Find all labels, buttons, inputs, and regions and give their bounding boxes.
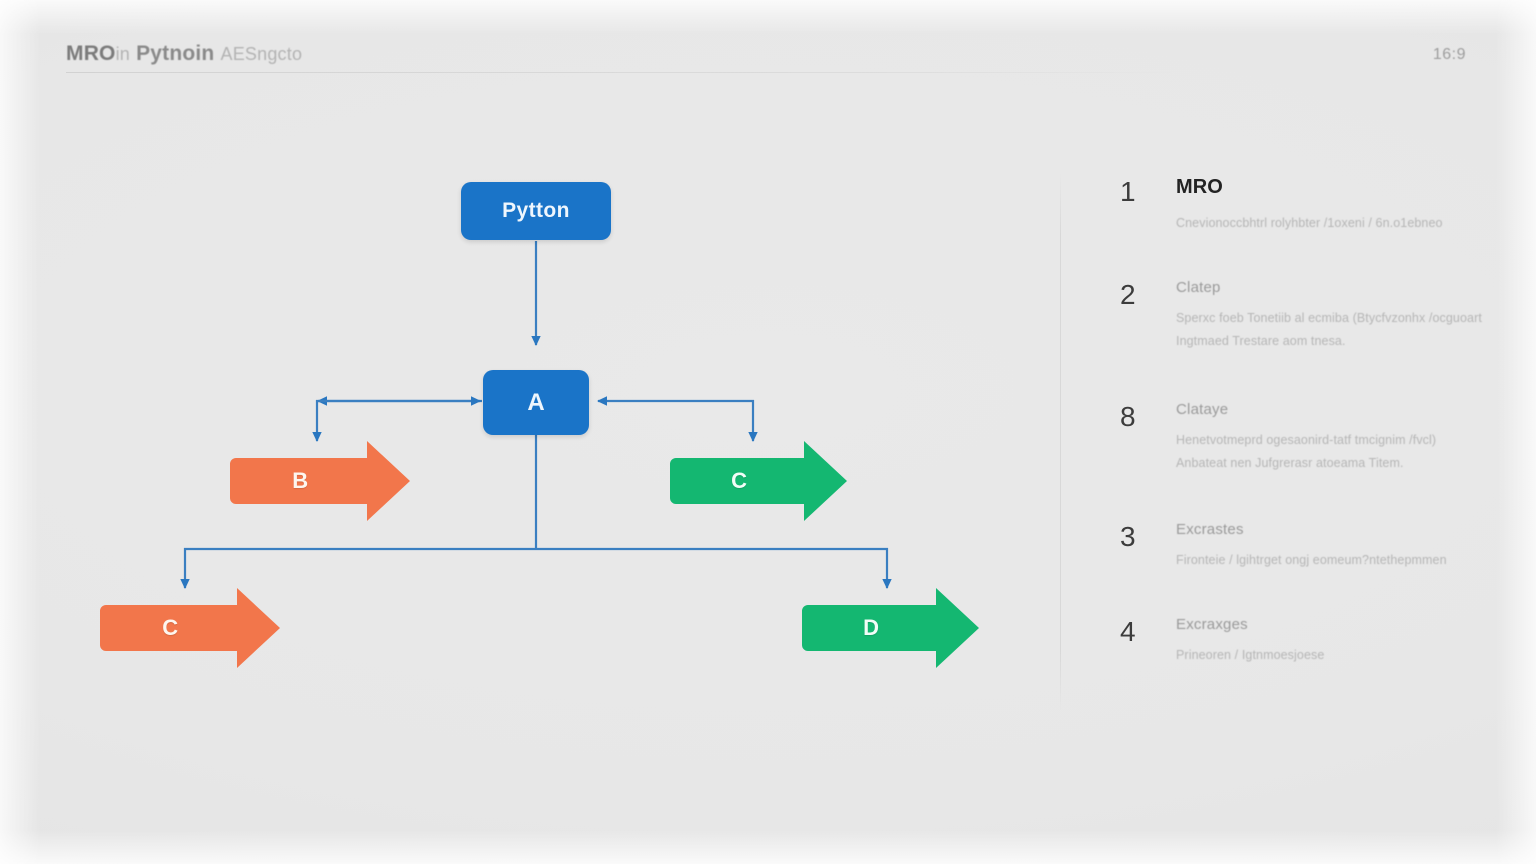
arrow-node-d-shape	[802, 588, 979, 668]
legend-item-2-desc-line-2: Ingtmaed Trestare aom tnesa.	[1176, 334, 1346, 348]
legend-item-5-desc-line-1: Prineoren / Igtnmoesjoese	[1176, 648, 1325, 662]
legend-item-3-title: Clataye	[1176, 401, 1229, 418]
legend-panel: 1 MRO Cnevionoccbhtrl rolyhbter /1oxeni …	[1120, 176, 1482, 699]
legend-item-5-desc: Prineoren / Igtnmoesjoese	[1176, 644, 1480, 667]
arrow-node-c-bottom-shape	[100, 588, 280, 668]
page-title-mid: Pytnoin	[136, 42, 215, 65]
legend-item-2-desc: Sperxc foeb Tonetiib al ecmiba (Btycfvzo…	[1176, 307, 1482, 353]
legend-item-3-number: 8	[1120, 401, 1136, 432]
legend-item-2[interactable]: 2 Clatep Sperxc foeb Tonetiib al ecmiba …	[1120, 279, 1482, 353]
legend-item-1-title: MRO	[1176, 176, 1223, 198]
connector-a-to-b-arrowin	[312, 396, 481, 442]
legend-item-3[interactable]: 8 Clataye Henetvotmeprd ogesaonird-tatf …	[1120, 401, 1480, 475]
page-title: MROin Pytnoin AESngcto	[66, 42, 302, 66]
legend-item-2-desc-line-1: Sperxc foeb Tonetiib al ecmiba (Btycfvzo…	[1176, 311, 1482, 325]
arrow-node-b-shape	[230, 441, 410, 521]
legend-item-3-desc: Henetvotmeprd ogesaonird-tatf tmcignim /…	[1176, 429, 1480, 475]
legend-item-3-desc-line-1: Henetvotmeprd ogesaonird-tatf tmcignim /…	[1176, 433, 1437, 447]
node-python[interactable]: Pytton	[461, 182, 611, 240]
arrow-node-c-bottom-label: C	[162, 615, 179, 640]
arrow-node-c-bottom[interactable]: C	[100, 588, 280, 668]
header-divider	[66, 72, 1186, 73]
arrow-node-c-right[interactable]: C	[670, 441, 847, 521]
page-title-sup: in	[115, 44, 131, 64]
legend-item-4-desc: Fironteie / lgihtrget ongj eomeum?ntethe…	[1176, 549, 1480, 572]
legend-item-1-desc-line-1: Cnevionoccbhtrl rolyhbter /1oxeni / 6n.o…	[1176, 216, 1443, 230]
legend-item-5-title: Excraxges	[1176, 616, 1248, 633]
legend-item-4-title: Excrastes	[1176, 521, 1244, 538]
legend-item-1-number: 1	[1120, 176, 1136, 207]
arrow-node-d[interactable]: D	[802, 588, 979, 668]
legend-item-5[interactable]: 4 Excraxges Prineoren / Igtnmoesjoese	[1120, 616, 1480, 667]
legend-item-4-desc-line-1: Fironteie / lgihtrget ongj eomeum?ntethe…	[1176, 553, 1447, 567]
panel-divider	[1060, 172, 1061, 712]
legend-item-1-desc: Cnevionoccbhtrl rolyhbter /1oxeni / 6n.o…	[1176, 212, 1480, 235]
connector-layer	[100, 241, 979, 668]
legend-item-5-number: 4	[1120, 616, 1136, 647]
legend-item-2-number: 2	[1120, 279, 1136, 310]
arrow-node-c-right-shape	[670, 441, 847, 521]
arrow-node-c-right-label: C	[731, 468, 747, 493]
node-a-label: A	[527, 388, 545, 416]
legend-item-4[interactable]: 3 Excrastes Fironteie / lgihtrget ongj e…	[1120, 521, 1480, 572]
legend-item-2-title: Clatep	[1176, 279, 1221, 296]
page-title-faint: AESngcto	[220, 44, 303, 64]
legend-item-1[interactable]: 1 MRO Cnevionoccbhtrl rolyhbter /1oxeni …	[1120, 176, 1480, 235]
node-python-label: Pytton	[502, 199, 570, 222]
arrow-node-d-label: D	[863, 615, 879, 640]
legend-item-4-number: 3	[1120, 521, 1136, 552]
connector-a-to-bus	[180, 435, 892, 589]
legend-item-3-desc-line-2: Anbateat nen Jufgrerasr atoeama Titem.	[1176, 456, 1404, 470]
arrow-node-b[interactable]: B	[230, 441, 410, 521]
node-a[interactable]: A	[483, 370, 589, 435]
aspect-ratio-label: 16:9	[1432, 46, 1466, 63]
flow-diagram: Pytton A B C C D	[100, 182, 979, 668]
page-title-main: MRO	[66, 42, 116, 65]
arrow-node-b-label: B	[292, 468, 309, 493]
connector-a-to-c-right	[597, 396, 758, 442]
